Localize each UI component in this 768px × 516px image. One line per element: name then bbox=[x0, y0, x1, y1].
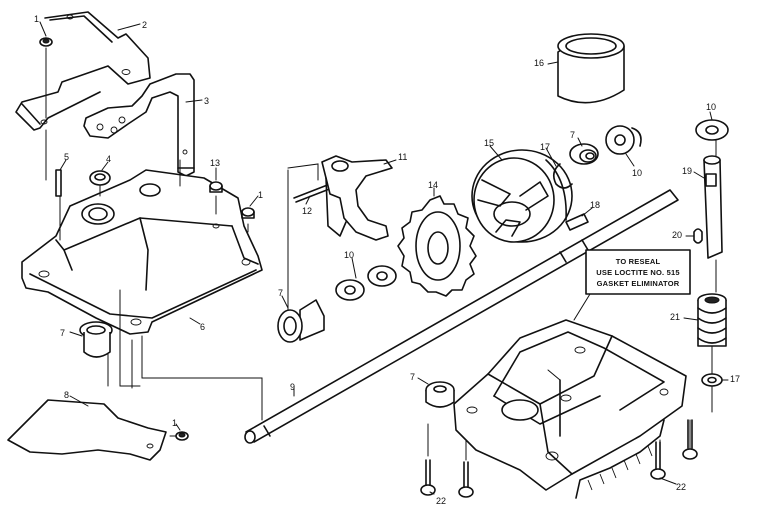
clutch-15 bbox=[471, 149, 573, 243]
callout-18: 18 bbox=[590, 200, 600, 210]
lever-arm-part bbox=[83, 73, 195, 177]
callout-17b: 17 bbox=[730, 374, 740, 384]
upper-bracket-part bbox=[15, 11, 151, 131]
callout-7b: 7 bbox=[278, 288, 283, 298]
note-line-3: GASKET ELIMINATOR bbox=[597, 279, 680, 288]
gear-14 bbox=[397, 195, 477, 297]
callout-numbers: 1 2 3 4 5 6 7 8 1 13 1 12 11 14 10 7 9 1… bbox=[34, 14, 740, 506]
housing-cover-part bbox=[21, 169, 263, 335]
washer-10c bbox=[605, 125, 642, 155]
worm-21 bbox=[697, 293, 727, 347]
snap-ring-17b bbox=[701, 373, 723, 387]
callout-9: 9 bbox=[290, 382, 295, 392]
washer-10a bbox=[335, 279, 365, 301]
callout-7a: 7 bbox=[60, 328, 65, 338]
callout-1a: 1 bbox=[34, 14, 39, 24]
screw-1c bbox=[175, 431, 189, 441]
callout-1c: 1 bbox=[258, 190, 263, 200]
plug-13 bbox=[209, 181, 223, 193]
callout-10a: 10 bbox=[344, 250, 354, 260]
callout-3: 3 bbox=[204, 96, 209, 106]
callout-17a: 17 bbox=[540, 142, 550, 152]
note-line-2: USE LOCTITE NO. 515 bbox=[596, 268, 679, 277]
bushing-7c bbox=[569, 143, 599, 165]
key-20 bbox=[693, 228, 703, 244]
shaft-9 bbox=[244, 189, 679, 444]
screw-22c bbox=[650, 441, 666, 480]
shaft-19 bbox=[703, 155, 723, 259]
callout-11: 11 bbox=[398, 152, 407, 162]
bearing-cup-16 bbox=[557, 33, 625, 104]
callout-19: 19 bbox=[682, 166, 692, 176]
leader-lines bbox=[39, 21, 729, 495]
callout-7c: 7 bbox=[570, 130, 575, 140]
washer-10d bbox=[695, 119, 729, 141]
callout-5: 5 bbox=[64, 152, 69, 162]
callout-21: 21 bbox=[670, 312, 680, 322]
callout-2: 2 bbox=[142, 20, 147, 30]
screw-22b bbox=[458, 461, 474, 498]
note-line-1: TO RESEAL bbox=[616, 257, 661, 266]
lower-housing-part bbox=[453, 319, 687, 499]
callout-12: 12 bbox=[302, 206, 312, 216]
reseal-note-box: TO RESEAL USE LOCTITE NO. 515 GASKET ELI… bbox=[585, 249, 691, 295]
callout-22a: 22 bbox=[436, 496, 446, 506]
washer-10b bbox=[367, 265, 397, 287]
shift-fork-11 bbox=[321, 155, 393, 241]
screw-1a bbox=[39, 37, 53, 47]
screw-1b bbox=[241, 207, 255, 219]
callout-10c: 10 bbox=[706, 102, 716, 112]
callout-7d: 7 bbox=[410, 372, 415, 382]
callout-20: 20 bbox=[672, 230, 682, 240]
bushing-7a bbox=[79, 321, 113, 358]
callout-13: 13 bbox=[210, 158, 220, 168]
callout-4: 4 bbox=[106, 154, 111, 164]
callout-16: 16 bbox=[534, 58, 544, 68]
callout-6: 6 bbox=[200, 322, 205, 332]
snap-ring-17a bbox=[552, 163, 573, 189]
pin-5 bbox=[55, 169, 62, 197]
callout-14: 14 bbox=[428, 180, 438, 190]
callout-8: 8 bbox=[64, 390, 69, 400]
bushing-7b bbox=[277, 299, 325, 343]
screw-22d bbox=[682, 419, 698, 460]
bushing-7d bbox=[425, 381, 455, 408]
key-18 bbox=[565, 213, 589, 231]
gasket-plate-part bbox=[7, 399, 167, 461]
screw-22a bbox=[420, 459, 436, 496]
callout-10b: 10 bbox=[632, 168, 642, 178]
callout-22b: 22 bbox=[676, 482, 686, 492]
washer-4 bbox=[89, 170, 111, 186]
callout-1b: 1 bbox=[172, 418, 177, 428]
callout-15: 15 bbox=[484, 138, 494, 148]
